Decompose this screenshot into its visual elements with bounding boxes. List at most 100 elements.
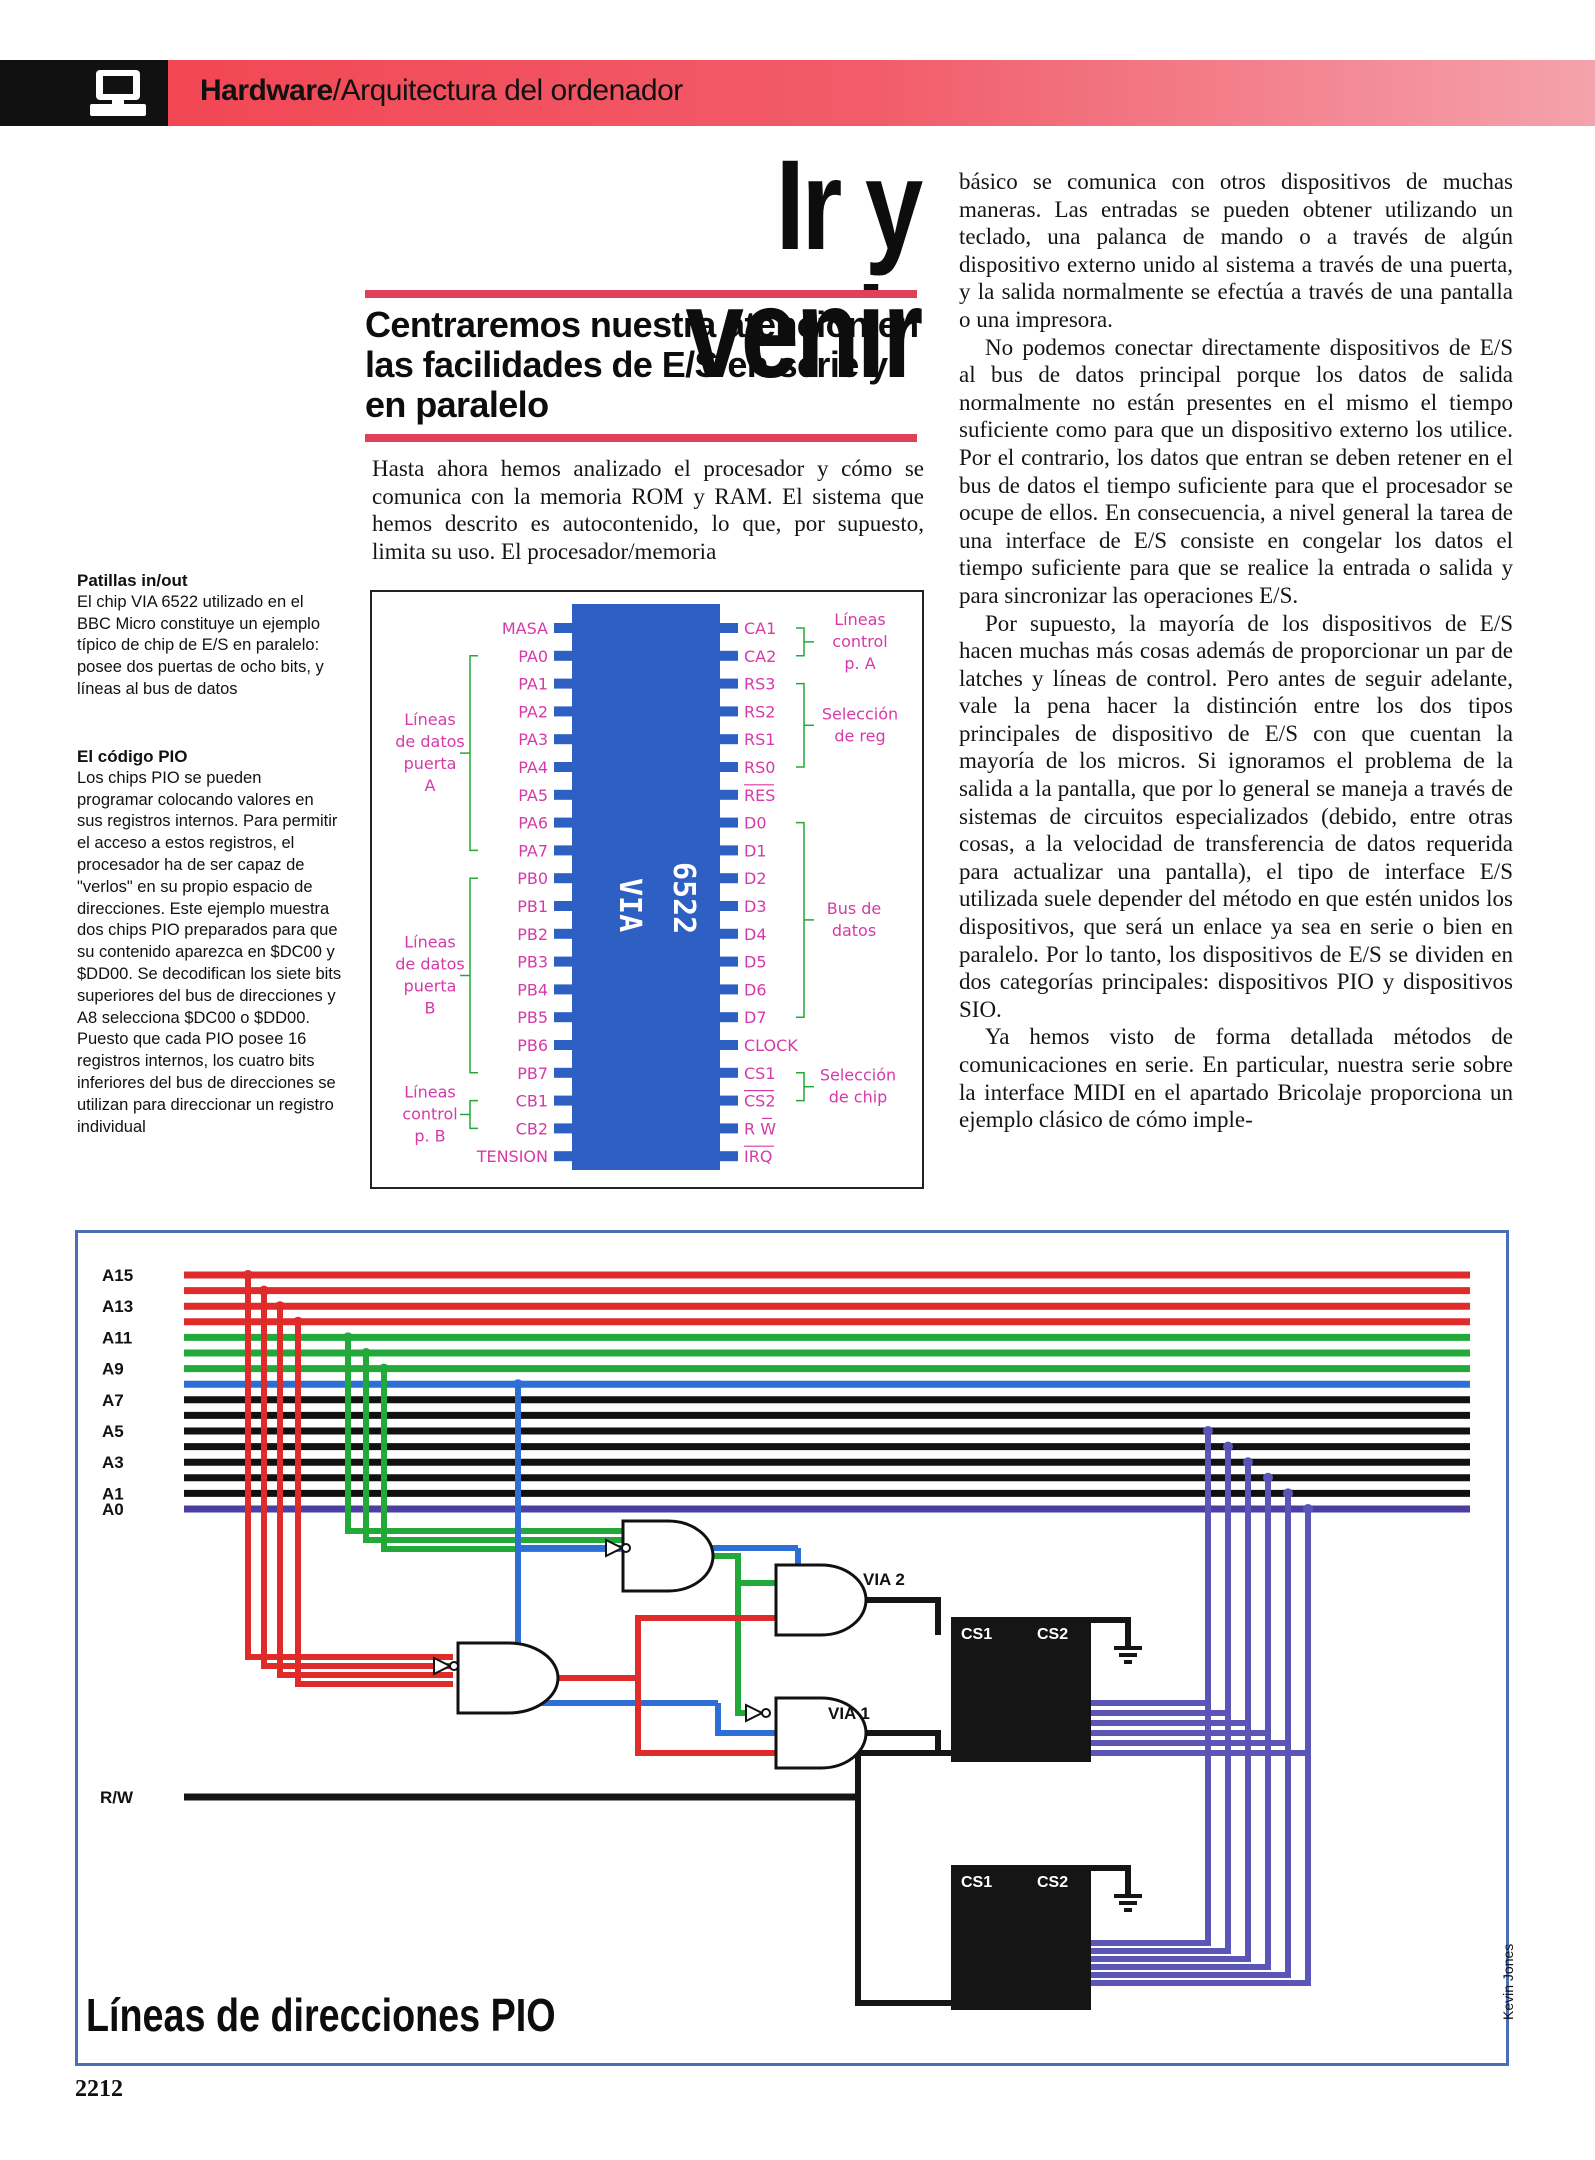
via2-chip — [951, 1617, 1091, 1762]
computer-icon — [0, 60, 168, 126]
inverter — [433, 1656, 453, 1676]
pin-label: RES — [744, 786, 775, 805]
address-label: A15 — [102, 1266, 133, 1285]
body-paragraph: Por supuesto, la mayoría de los disposit… — [959, 610, 1513, 1022]
group-label: Líneas — [404, 710, 455, 729]
and-gate — [621, 1519, 715, 1593]
decode-wiring — [184, 1270, 1313, 2006]
address-label: A5 — [102, 1422, 124, 1441]
body-paragraph: básico se comunica con otros dispositivo… — [959, 169, 1513, 332]
group-label: p. A — [844, 654, 875, 673]
chip-pin-label: CS2 — [1037, 1626, 1068, 1643]
chip-pin — [718, 650, 738, 661]
body-paragraph: No podemos conectar directamente disposi… — [959, 334, 1513, 608]
pin-label: PB3 — [517, 953, 548, 972]
pin-label: CLOCK — [744, 1036, 798, 1055]
pin-label: D5 — [744, 953, 767, 972]
group-label: Selección — [822, 704, 898, 723]
group-bracket — [469, 1099, 478, 1130]
group-label: Líneas — [404, 933, 455, 952]
pin-label: RS1 — [744, 730, 775, 749]
via2-label: VIA 2 — [863, 1570, 905, 1589]
pin-label: PA5 — [518, 786, 548, 805]
chip-pin — [718, 873, 738, 884]
chip-pin — [554, 1123, 574, 1134]
group-bracket — [469, 655, 478, 852]
wire — [866, 1730, 941, 1753]
group-label: de datos — [395, 955, 464, 974]
address-label: A7 — [102, 1391, 124, 1410]
pin-label: PA6 — [518, 814, 548, 833]
wire — [261, 1290, 453, 1669]
chip-pin — [554, 789, 574, 800]
diagram-title: Líneas de direcciones PIO — [86, 1989, 556, 2041]
group-label: de chip — [829, 1088, 888, 1107]
pin-label: PB2 — [517, 925, 548, 944]
pin-label: D4 — [744, 925, 767, 944]
group-label: datos — [832, 921, 876, 940]
wire — [635, 1678, 776, 1756]
chip-pin — [718, 706, 738, 717]
chip-pin — [554, 956, 574, 967]
sidebar-caption: Patillas in/out El chip VIA 6522 utiliza… — [77, 570, 342, 701]
pin-label: PB1 — [517, 897, 548, 916]
logic-gates — [433, 1519, 868, 1770]
wire — [277, 1306, 453, 1678]
pin-label: D1 — [744, 841, 767, 860]
wire — [558, 1615, 776, 1681]
chip-pins: MASAPA0PA1PA2PA3PA4PA5PA6PA7PB0PB1PB2PB3… — [476, 619, 799, 1166]
inverter — [621, 1543, 631, 1553]
group-label: control — [832, 632, 887, 651]
address-label: A3 — [102, 1453, 124, 1472]
pin-label: CB2 — [516, 1119, 548, 1138]
group-label: Líneas — [404, 1083, 455, 1102]
group-label: A — [425, 776, 436, 795]
chip-label-number: 6522 — [666, 862, 701, 934]
pin-label: PB4 — [517, 980, 548, 999]
chip-pin-label: CS1 — [961, 1874, 992, 1891]
pin-label: PB6 — [517, 1036, 548, 1055]
chip-pin — [554, 901, 574, 911]
wire — [1091, 1493, 1291, 1978]
title-rule-bottom — [365, 434, 917, 442]
inverter — [605, 1538, 625, 1558]
chip-pin — [554, 1012, 574, 1023]
pin-label: PB5 — [517, 1008, 548, 1027]
chip-pin — [718, 1095, 738, 1106]
wire — [715, 1703, 776, 1736]
wire — [1091, 1462, 1251, 1962]
wire — [245, 1275, 453, 1660]
group-label: puerta — [404, 754, 457, 773]
via1-chip — [951, 1865, 1091, 2010]
group-label: B — [425, 999, 436, 1018]
chip-pin — [718, 845, 738, 856]
illustrator-credit: Kevin Jones — [1500, 1943, 1516, 2020]
pin-label: RS0 — [744, 758, 775, 777]
group-label: Bus de — [827, 899, 882, 918]
chip-body — [572, 604, 720, 1170]
address-label: A1 — [102, 1484, 124, 1503]
chip-pin — [718, 734, 738, 745]
chip-pin — [554, 706, 574, 717]
pin-label: D6 — [744, 980, 767, 999]
chip-pin — [718, 928, 738, 939]
address-label: A11 — [102, 1328, 132, 1347]
group-label: p. B — [414, 1127, 445, 1146]
wire — [855, 1750, 951, 1797]
section-header: Hardware/Arquitectura del ordenador — [200, 74, 683, 108]
pin-label: PB7 — [517, 1064, 548, 1083]
wire — [735, 1556, 746, 1716]
chip-pin — [718, 762, 738, 772]
pin-label: CS2 — [744, 1092, 776, 1111]
chip-pin — [554, 873, 574, 884]
pin-label: PA4 — [518, 758, 548, 777]
group-label: Líneas — [834, 610, 885, 629]
pin-label: PA1 — [518, 675, 548, 694]
group-bracket — [796, 821, 805, 1018]
pin-label: D2 — [744, 869, 767, 888]
wire — [1091, 1509, 1311, 1986]
group-label: de reg — [834, 726, 885, 745]
group-bracket — [796, 682, 805, 768]
